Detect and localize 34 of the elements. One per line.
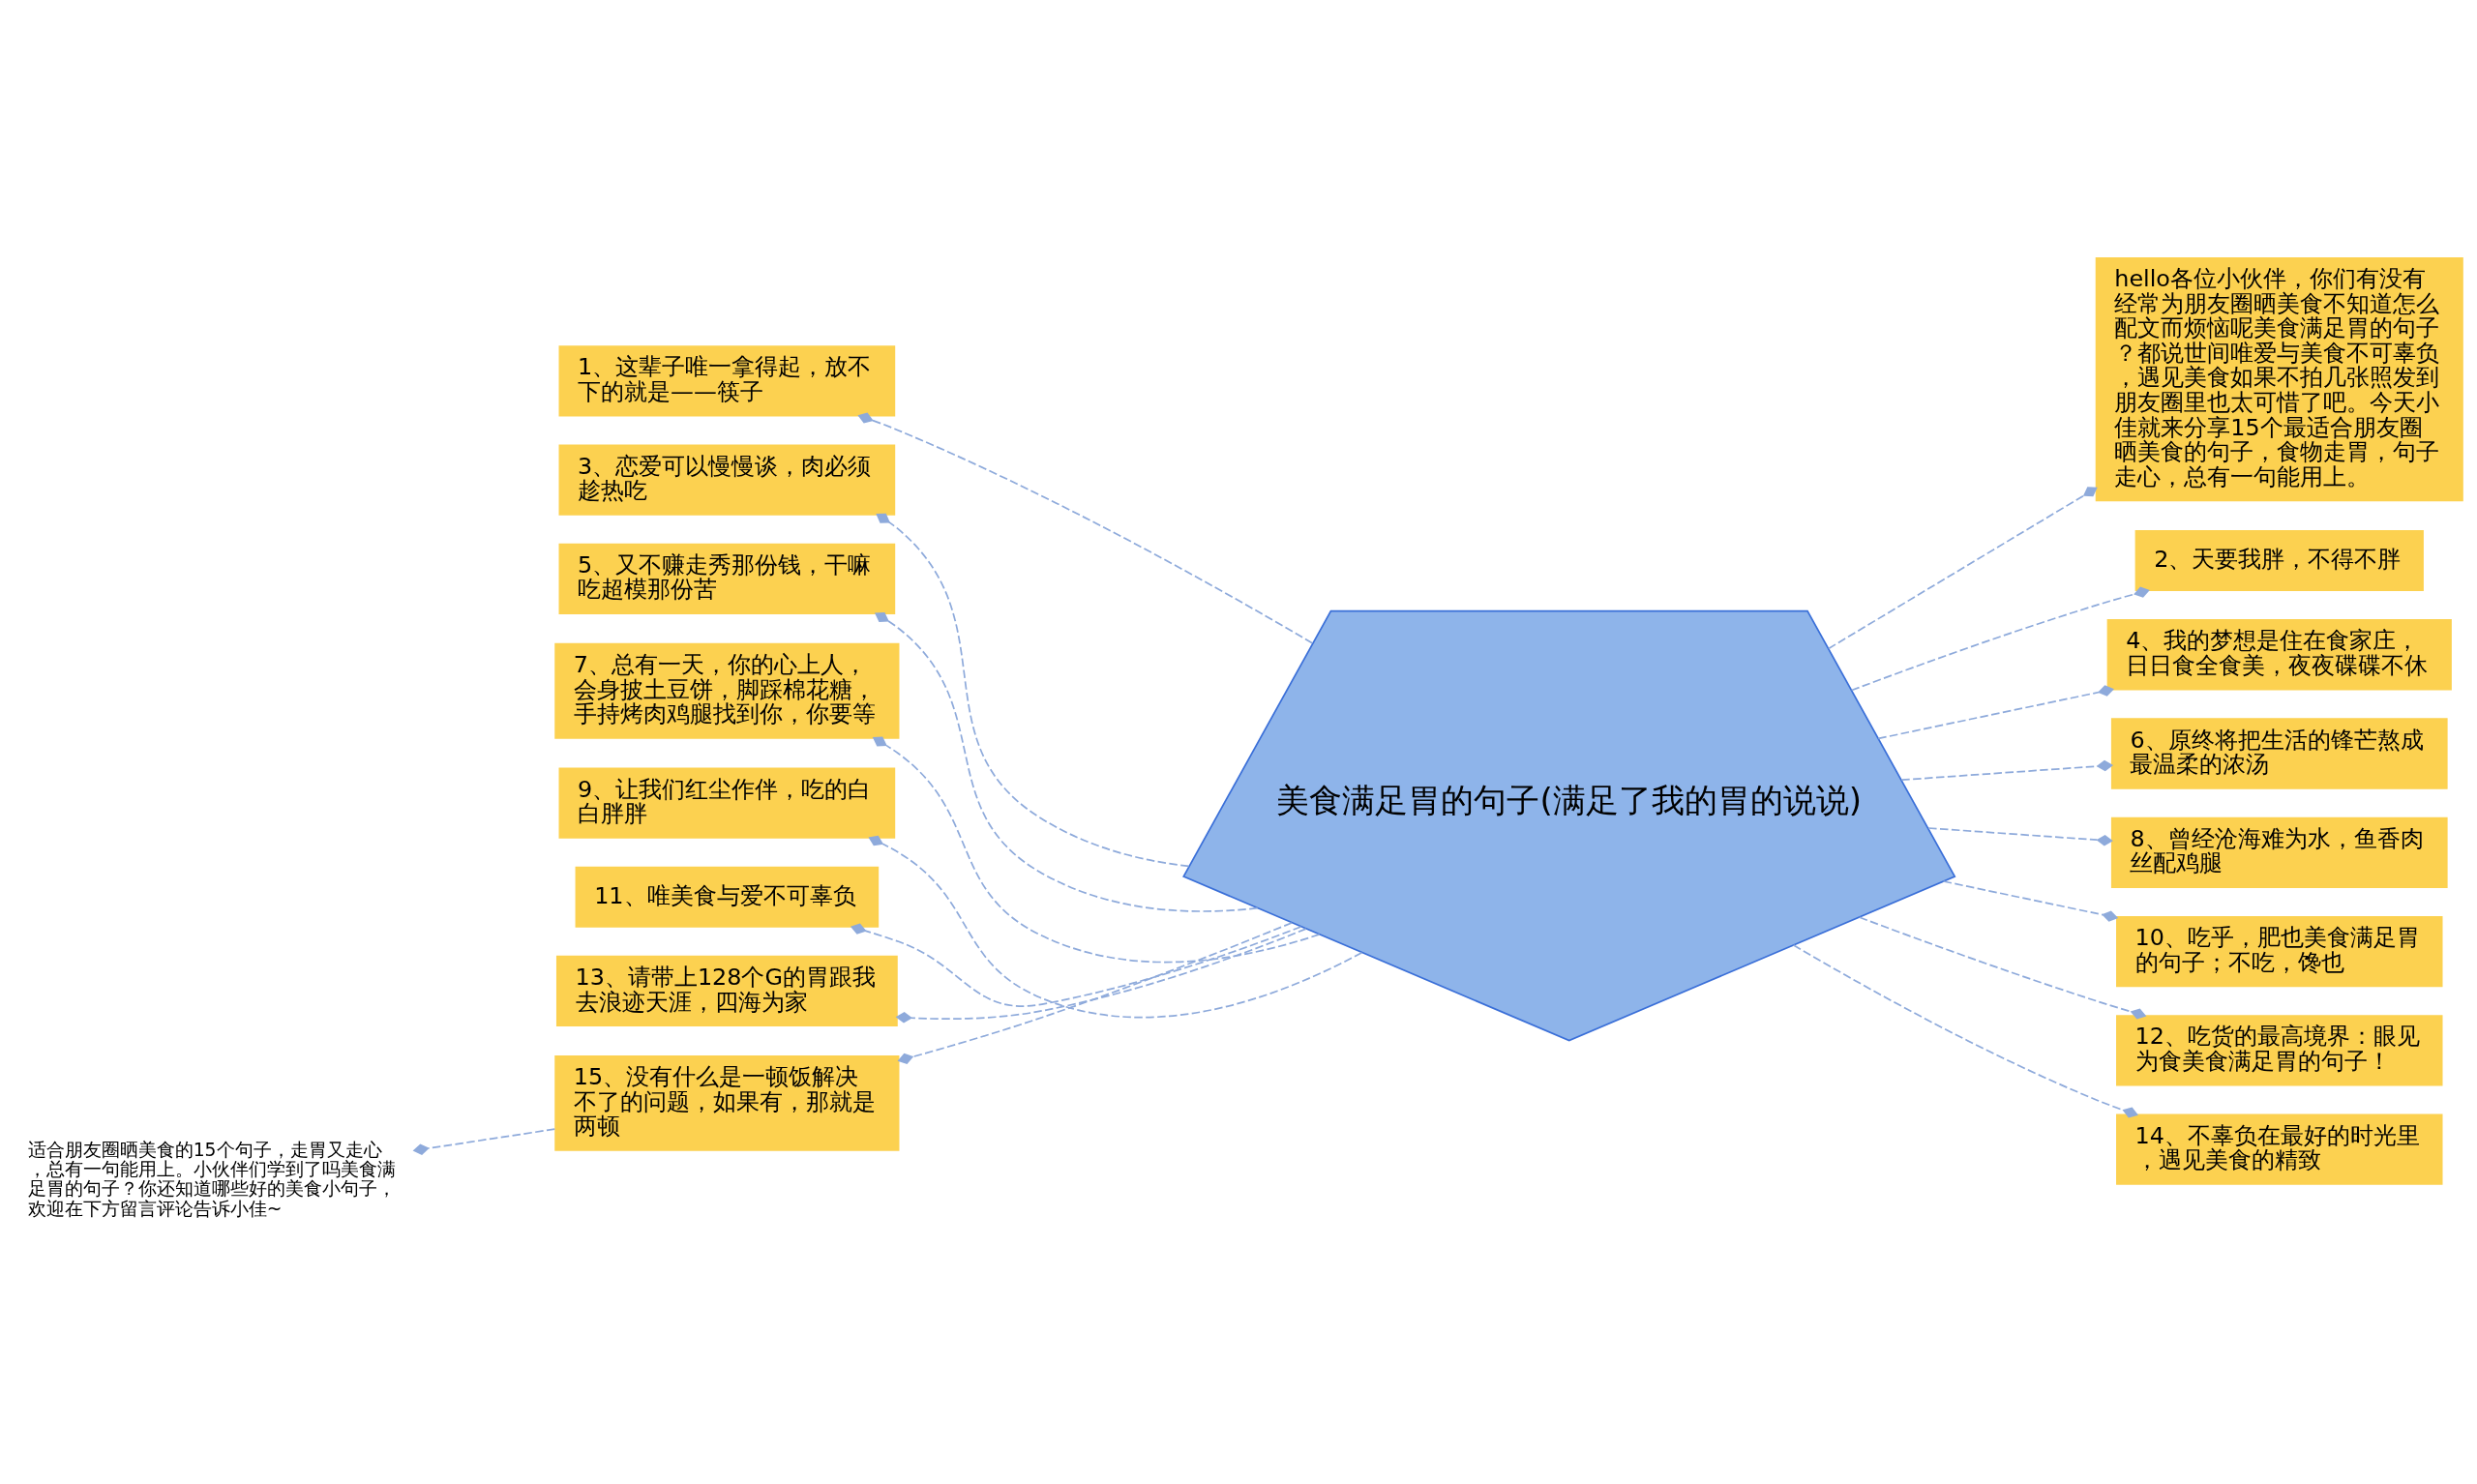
- node-box: 9、让我们红尘作伴，吃的白白胖胖: [558, 767, 896, 839]
- node-box: 1、这辈子唯一拿得起，放不下的就是——筷子: [558, 344, 896, 416]
- node-box: 6、原终将把生活的锋芒熬成最温柔的浓汤: [2110, 717, 2448, 789]
- node-box: hello各位小伙伴，你们有没有经常为朋友圈晒美食不知道怎么配文而烦恼呢美食满足胃的句子？都说世间唯爱与美食不可辜负，遇见美食如果不拍几张照发到朋友圈里也太可惜了吧。今天小佳就来分享15个最适合朋友圈晒美食的句子，食物走胃，句子走心，总有一句能用上。: [2095, 256, 2463, 501]
- connector: [897, 921, 1293, 1064]
- node-box: 8、曾经沧海难为水，鱼香肉丝配鸡腿: [2110, 816, 2448, 888]
- connector: [850, 923, 1302, 1007]
- connector: [412, 1127, 556, 1155]
- connector: [1927, 826, 2113, 846]
- node-box: 15、没有什么是一顿饭解决不了的问题，如果有，那就是两顿: [554, 1054, 900, 1151]
- connector: [868, 835, 1363, 1018]
- node-box: 14、不辜负在最好的时光里，遇见美食的精致: [2116, 1113, 2443, 1185]
- node-box: 11、唯美食与爱不可辜负: [575, 866, 880, 928]
- connector: [1859, 915, 2147, 1020]
- connector: [857, 412, 1313, 644]
- node-box: 4、我的梦想是住在食家庄，日日食全食美，夜夜碟碟不休: [2106, 618, 2452, 690]
- connector: [872, 736, 1321, 963]
- node-box: 13、请带上128个G的胃跟我去浪迹天涯，四海为家: [555, 955, 898, 1026]
- node-box: 12、吃货的最高境界：眼见为食美食满足胃的句子！: [2116, 1014, 2443, 1085]
- connector: [1900, 759, 2114, 781]
- node-text: 适合朋友圈晒美食的15个句子，走胃又走心，总有一句能用上。小伙伴们学到了吗美食满足胃的句子？你还知道哪些好的美食小句子，欢迎在下方留言评论告诉小佳~: [27, 1139, 396, 1219]
- node-box: 10、吃乎，肥也美食满足胃的句子；不吃，馋也: [2116, 915, 2443, 987]
- node-box: 7、总有一天，你的心上人，会身披土豆饼，脚踩棉花糖，手持烤肉鸡腿找到你，你要等: [554, 642, 900, 739]
- connector: [1942, 879, 2119, 922]
- node-box: 5、又不赚走秀那份钱，干嘛吃超模那份苦: [558, 543, 896, 614]
- connector: [874, 611, 1259, 912]
- connector: [1877, 684, 2115, 739]
- connector: [1792, 943, 2138, 1117]
- connector: [895, 927, 1307, 1024]
- connector: [1827, 486, 2098, 649]
- connector: [1850, 586, 2150, 691]
- connector: [876, 513, 1190, 867]
- node-box: 3、恋爱可以慢慢谈，肉必须趁热吃: [558, 443, 896, 516]
- node-box: 2、天要我胖，不得不胖: [2134, 529, 2424, 591]
